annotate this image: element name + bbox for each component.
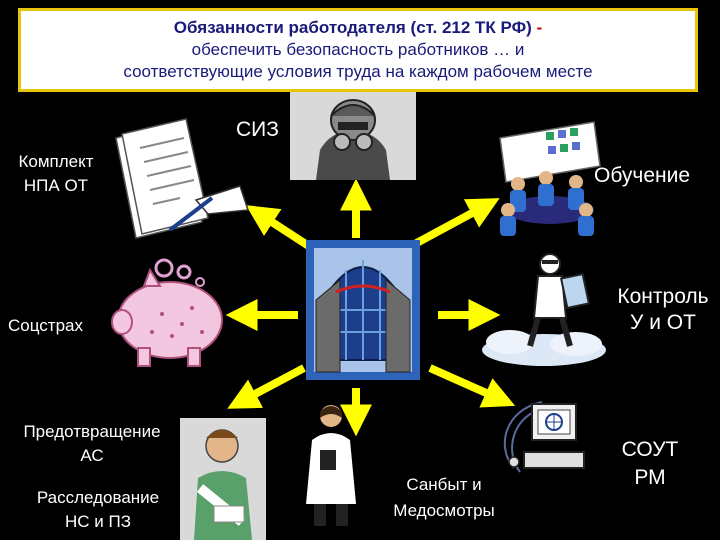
computer-icon — [503, 401, 585, 473]
doctor-icon — [306, 405, 356, 526]
label-investigation-line1: Расследование — [36, 488, 160, 507]
label-sout-line1: СОУТ — [621, 438, 679, 461]
inspector-clipboard-icon — [482, 253, 606, 366]
piggy-bank-icon — [111, 258, 223, 367]
label-sout-line2: РМ — [634, 466, 666, 489]
arrow-lower-left — [227, 364, 306, 409]
label-npa-line1: Комплект — [18, 152, 94, 171]
label-investigation-line2: НС и ПЗ — [65, 512, 131, 531]
business-building-icon — [306, 240, 420, 380]
label-social: Соцстрах — [8, 316, 83, 335]
label-control-line1: Контроль — [617, 285, 709, 308]
label-sanbyt: Санбыт и Медосмотры — [362, 472, 526, 524]
label-investigation: Расследование НС и ПЗ — [14, 486, 182, 534]
label-npa-line2: НПА ОТ — [23, 176, 89, 195]
title-box: Обязанности работодателя (ст. 212 ТК РФ)… — [18, 8, 698, 92]
label-prevention-line1: Предотвращение — [23, 422, 161, 441]
document-pen-icon — [115, 118, 250, 239]
title-line2: обеспечить безопасность работников … и — [191, 40, 525, 59]
title-line3: соответствующие условия труда на каждом … — [123, 62, 593, 81]
label-sout: СОУТ РМ — [610, 436, 690, 492]
title-dash: - — [536, 18, 543, 37]
label-sanbyt-line1: Санбыт и — [406, 475, 482, 494]
injured-worker-icon — [180, 418, 266, 540]
welder-mask-icon — [290, 92, 416, 180]
label-control: Контроль У и ОТ — [606, 284, 720, 336]
label-control-line2: У и ОТ — [630, 311, 696, 334]
label-training: Обучение — [594, 164, 691, 187]
label-prevention: Предотвращение АС — [4, 420, 180, 468]
label-npa: Комплект НПА ОТ — [8, 150, 104, 198]
meeting-icon — [499, 121, 601, 236]
label-prevention-line2: АС — [80, 446, 104, 465]
arrow-lower-right — [428, 364, 516, 408]
title-line1: Обязанности работодателя (ст. 212 ТК РФ) — [173, 18, 532, 37]
label-siz: СИЗ — [236, 118, 279, 141]
label-sanbyt-line2: Медосмотры — [393, 501, 495, 520]
